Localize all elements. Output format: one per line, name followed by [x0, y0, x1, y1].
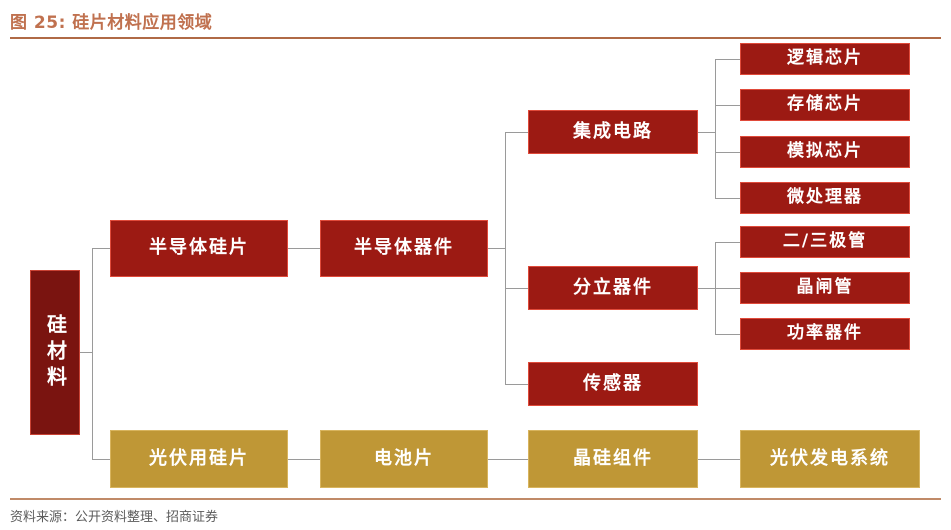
connector-ic-to-mpu	[715, 198, 740, 199]
node-power-device[interactable]: 功率器件	[740, 318, 910, 350]
source-note: 资料来源：公开资料整理、招商证券	[10, 510, 219, 525]
connector-ic-to-logic	[715, 59, 740, 60]
node-label: 硅材料	[43, 313, 68, 392]
node-semiconductor-wafer[interactable]: 半导体硅片	[110, 220, 288, 277]
node-discrete-device[interactable]: 分立器件	[528, 266, 698, 310]
connector-root-stub	[80, 352, 92, 353]
node-label: 模拟芯片	[787, 141, 863, 162]
node-label: 晶硅组件	[573, 447, 653, 469]
connector-discrete-to-diode	[715, 242, 740, 243]
connector-cell-to-module	[488, 459, 528, 460]
connector-semi-wafer-to-semi-device	[288, 248, 320, 249]
connector-discrete-stub	[698, 288, 715, 289]
node-label: 功率器件	[787, 323, 863, 344]
node-label: 光伏发电系统	[770, 447, 890, 469]
node-logic-chip[interactable]: 逻辑芯片	[740, 43, 910, 75]
node-label: 半导体器件	[354, 237, 454, 259]
connector-semi-device-stub	[488, 248, 505, 249]
node-analog-chip[interactable]: 模拟芯片	[740, 136, 910, 168]
node-label: 电池片	[374, 447, 434, 469]
node-label: 晶闸管	[796, 277, 854, 298]
node-label: 光伏用硅片	[149, 447, 249, 469]
connector-pv-wafer-to-cell	[288, 459, 320, 460]
node-thyristor[interactable]: 晶闸管	[740, 272, 910, 304]
connector-root-trunk	[92, 248, 93, 460]
node-label: 二/三极管	[782, 231, 868, 252]
node-root-silicon-material[interactable]: 硅材料	[30, 270, 80, 435]
node-pv-wafer[interactable]: 光伏用硅片	[110, 430, 288, 488]
node-label: 传感器	[583, 372, 643, 394]
node-label: 微处理器	[787, 187, 863, 208]
connector-discrete-to-power	[715, 334, 740, 335]
node-microprocessor[interactable]: 微处理器	[740, 182, 910, 214]
connector-ic-stub	[698, 132, 715, 133]
page-title: 图 25: 硅片材料应用领域	[10, 8, 212, 33]
title-divider	[10, 37, 941, 39]
node-semiconductor-device[interactable]: 半导体器件	[320, 220, 488, 277]
node-label: 逻辑芯片	[787, 48, 863, 69]
connector-ic-to-analog	[715, 152, 740, 153]
figure-title-text: 硅片材料应用领域	[72, 13, 213, 33]
connector-root-to-pv-wafer	[92, 459, 110, 460]
node-sensor[interactable]: 传感器	[528, 362, 698, 406]
node-label: 分立器件	[573, 276, 653, 298]
node-label: 半导体硅片	[149, 237, 249, 259]
connector-semi-device-trunk	[505, 132, 506, 384]
connector-module-to-pv-system	[698, 459, 740, 460]
footer-divider	[10, 498, 941, 500]
connector-semi-device-to-sensor	[505, 384, 528, 385]
figure-number: 图 25:	[10, 13, 66, 33]
node-label: 集成电路	[573, 120, 653, 142]
connector-semi-device-to-ic	[505, 132, 528, 133]
connector-semi-device-to-discrete	[505, 288, 528, 289]
node-label: 存储芯片	[787, 94, 863, 115]
connector-ic-to-memory	[715, 105, 740, 106]
node-integrated-circuit[interactable]: 集成电路	[528, 110, 698, 154]
connector-root-to-semi-wafer	[92, 248, 110, 249]
connector-ic-trunk	[715, 59, 716, 198]
node-solar-cell[interactable]: 电池片	[320, 430, 488, 488]
node-memory-chip[interactable]: 存储芯片	[740, 89, 910, 121]
node-pv-power-system[interactable]: 光伏发电系统	[740, 430, 920, 488]
node-diode-transistor[interactable]: 二/三极管	[740, 226, 910, 258]
connector-discrete-to-thyristor	[715, 288, 740, 289]
node-crystalline-module[interactable]: 晶硅组件	[528, 430, 698, 488]
